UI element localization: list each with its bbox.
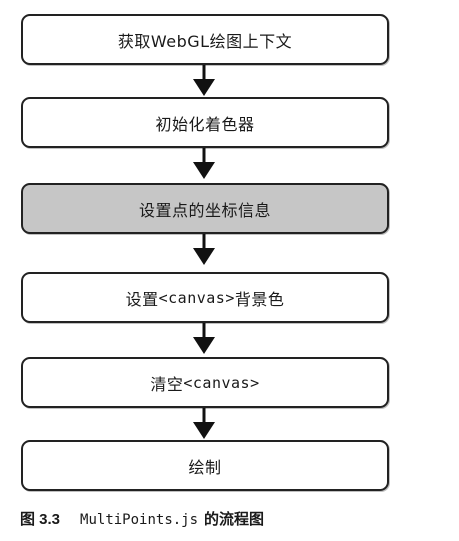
step-get-webgl-context: 获取WebGL绘图上下文 bbox=[21, 14, 389, 65]
arrow-down-icon bbox=[192, 323, 216, 355]
step-clear-canvas: 清空<canvas> bbox=[21, 357, 389, 408]
step-label-code: <canvas> bbox=[183, 373, 260, 392]
figure-caption: 图 3.3 MultiPoints.js 的流程图 bbox=[20, 508, 264, 529]
step-label-suffix: 背景色 bbox=[234, 289, 285, 309]
step-init-shaders: 初始化着色器 bbox=[21, 97, 389, 148]
step-label-code: <canvas> bbox=[158, 288, 235, 307]
arrow-down-icon bbox=[192, 148, 216, 180]
arrow-down-icon bbox=[192, 408, 216, 440]
flowchart: 获取WebGL绘图上下文 初始化着色器 设置点的坐标信息 设置<canvas>背… bbox=[21, 14, 389, 491]
step-set-canvas-bg-color: 设置<canvas>背景色 bbox=[21, 272, 389, 323]
step-draw: 绘制 bbox=[21, 440, 389, 491]
figure-number: 图 3.3 bbox=[20, 511, 61, 528]
arrow-down-icon bbox=[192, 65, 216, 97]
step-label: 初始化着色器 bbox=[155, 114, 255, 134]
step-label-prefix: 设置 bbox=[125, 289, 159, 309]
step-label: 获取WebGL绘图上下文 bbox=[117, 31, 293, 51]
step-label-prefix: 清空 bbox=[150, 374, 184, 394]
step-label: 绘制 bbox=[188, 457, 222, 477]
step-set-point-coords: 设置点的坐标信息 bbox=[21, 183, 389, 234]
step-label: 设置点的坐标信息 bbox=[138, 200, 271, 220]
figure-description: 的流程图 bbox=[204, 510, 265, 528]
figure-file-name: MultiPoints.js bbox=[80, 512, 199, 528]
arrow-down-icon bbox=[192, 234, 216, 266]
